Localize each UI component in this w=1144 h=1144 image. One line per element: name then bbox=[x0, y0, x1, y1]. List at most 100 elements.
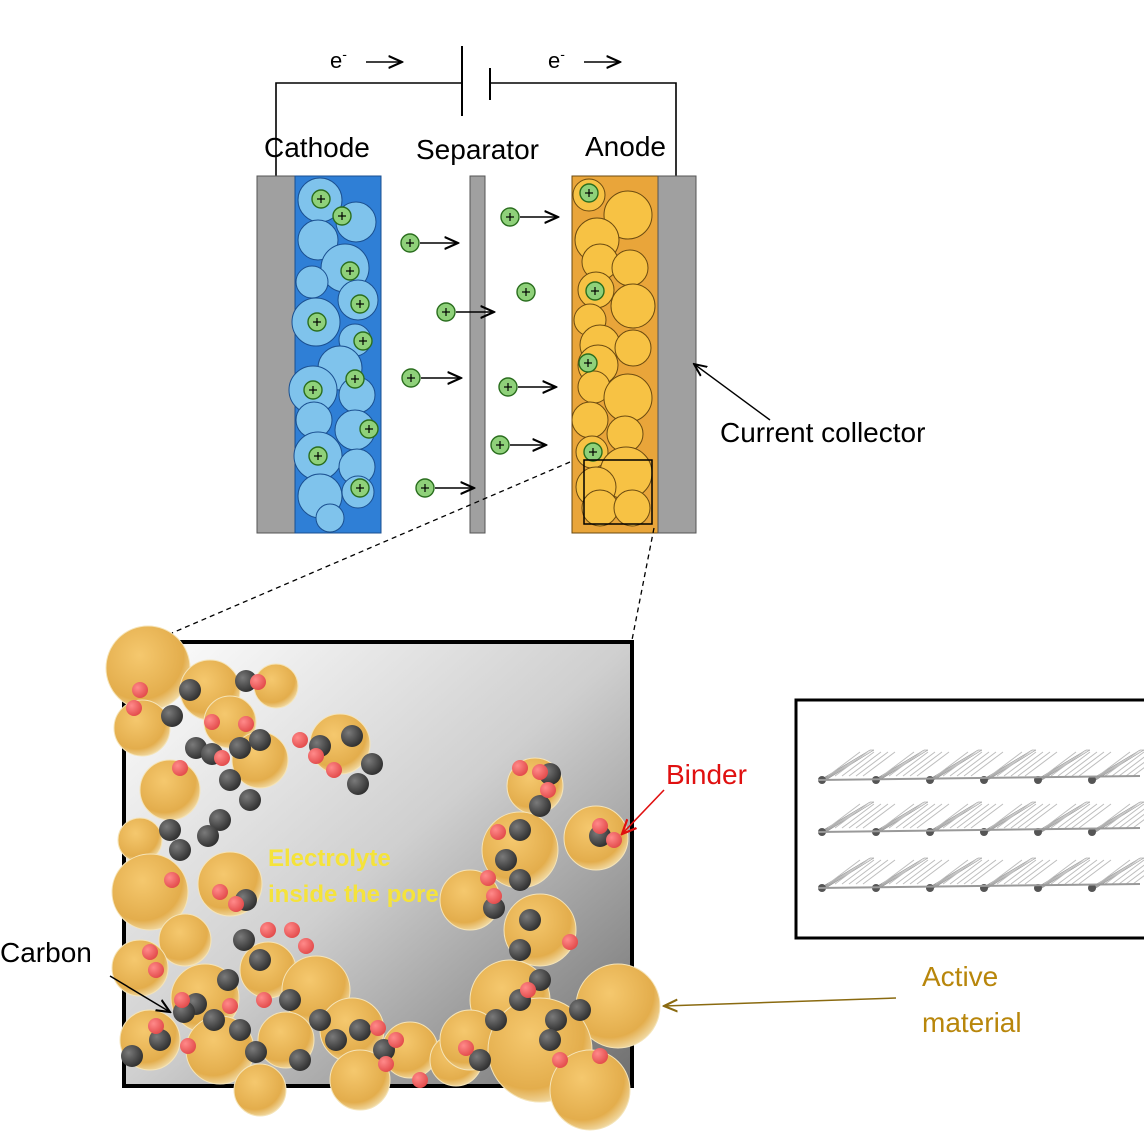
layer-stripe bbox=[1097, 803, 1131, 829]
carbon-particle bbox=[347, 773, 369, 795]
binder-particle bbox=[256, 992, 272, 1008]
layer-stripe bbox=[1132, 819, 1144, 829]
active-material-label-line1: Active bbox=[922, 961, 998, 992]
lithium-ion-icon bbox=[500, 207, 520, 227]
layer-stripe bbox=[1111, 859, 1144, 885]
layer-stripe bbox=[834, 803, 868, 829]
carbon-particle bbox=[245, 1041, 267, 1063]
lithium-ion-icon bbox=[401, 368, 421, 388]
zoom-region-box bbox=[583, 459, 653, 525]
binder-particle bbox=[164, 872, 180, 888]
binder-particle bbox=[222, 998, 238, 1014]
layer-stripe bbox=[902, 751, 936, 777]
active-material-label-line2: material bbox=[922, 1007, 1022, 1038]
cathode-label: Cathode bbox=[264, 132, 370, 163]
layer-stripe bbox=[956, 751, 990, 777]
carbon-particle bbox=[197, 825, 219, 847]
electrolyte-label-line1: Electrolyte bbox=[268, 845, 391, 872]
binder-particle bbox=[298, 938, 314, 954]
layer-stripe bbox=[1078, 751, 1112, 777]
layer-stripe bbox=[1064, 859, 1098, 885]
layer-stripe bbox=[827, 859, 861, 885]
carbon-particle bbox=[289, 1049, 311, 1071]
binder-particle bbox=[562, 934, 578, 950]
layer-stripe bbox=[935, 859, 969, 885]
layer-stripe bbox=[827, 803, 861, 829]
layer-stripe bbox=[841, 751, 875, 777]
anode-current-collector bbox=[657, 175, 697, 534]
layer-stripe bbox=[1125, 761, 1144, 777]
anode-particle bbox=[613, 489, 651, 527]
binder-particle bbox=[412, 1072, 428, 1088]
lithium-ion-icon bbox=[311, 189, 331, 209]
layer-stripe bbox=[1132, 875, 1144, 885]
layer-stripe bbox=[1097, 859, 1131, 885]
binder-particle bbox=[214, 750, 230, 766]
carbon-particle bbox=[169, 839, 191, 861]
binder-particle bbox=[552, 1052, 568, 1068]
layer-stripe bbox=[1003, 751, 1037, 777]
binder-particle bbox=[486, 888, 502, 904]
carbon-particle bbox=[509, 869, 531, 891]
lithium-ion-icon bbox=[578, 353, 598, 373]
carbon-particle bbox=[469, 1049, 491, 1071]
layer-stripe bbox=[956, 859, 990, 885]
binder-particle bbox=[250, 674, 266, 690]
lithium-ion-icon bbox=[353, 331, 373, 351]
active-material-particle bbox=[105, 625, 191, 711]
carbon-particle bbox=[529, 795, 551, 817]
lithium-ion-icon bbox=[498, 377, 518, 397]
binder-particle bbox=[238, 716, 254, 732]
layer-stripe bbox=[996, 751, 1030, 777]
layer-stripe bbox=[1104, 859, 1138, 885]
layer-stripe bbox=[1017, 859, 1051, 885]
lithium-ion-icon bbox=[359, 419, 379, 439]
carbon-particle bbox=[219, 769, 241, 791]
external-circuit bbox=[275, 82, 677, 176]
binder-particle bbox=[370, 1020, 386, 1036]
binder-particle bbox=[512, 760, 528, 776]
carbon-particle bbox=[279, 989, 301, 1011]
anode-particle bbox=[603, 373, 653, 423]
carbon-particle bbox=[161, 705, 183, 727]
layer-stripe bbox=[1125, 813, 1144, 829]
layer-stripe bbox=[996, 859, 1030, 885]
anode-particle bbox=[614, 329, 652, 367]
layer-stripe bbox=[855, 751, 889, 777]
lithium-ion-icon bbox=[340, 261, 360, 281]
layer-stripe bbox=[1057, 751, 1091, 777]
layer-stripe bbox=[888, 751, 922, 777]
carbon-particle bbox=[229, 1019, 251, 1041]
layer-stripe bbox=[909, 803, 943, 829]
layer-band bbox=[817, 857, 1144, 892]
carbon-particle bbox=[217, 969, 239, 991]
binder-particle bbox=[378, 1056, 394, 1072]
layer-stripe bbox=[1125, 869, 1144, 885]
anode-particle bbox=[571, 401, 609, 439]
layer-stripe bbox=[1111, 803, 1144, 829]
layer-band bbox=[817, 749, 1144, 784]
binder-particle bbox=[606, 832, 622, 848]
layer-stripe bbox=[970, 803, 1004, 829]
layer-stripe bbox=[970, 859, 1004, 885]
layer-stripe bbox=[1057, 803, 1091, 829]
active-material-particle bbox=[139, 759, 201, 821]
electrolyte-label-line2: inside the pore bbox=[268, 881, 439, 908]
binder-particle bbox=[326, 762, 342, 778]
binder-particle bbox=[284, 922, 300, 938]
binder-particle bbox=[388, 1032, 404, 1048]
lithium-ion-icon bbox=[307, 312, 327, 332]
layer-stripe bbox=[909, 859, 943, 885]
layer-stripe bbox=[949, 751, 983, 777]
layer-node bbox=[926, 828, 934, 836]
layer-stripe bbox=[881, 751, 915, 777]
carbon-particle bbox=[121, 1045, 143, 1067]
binder-particle bbox=[174, 992, 190, 1008]
pore-particles bbox=[105, 625, 661, 1131]
layer-stripe bbox=[1003, 859, 1037, 885]
layer-stripe bbox=[989, 751, 1023, 777]
carbon-particle bbox=[309, 1009, 331, 1031]
carbon-particle bbox=[239, 789, 261, 811]
layer-stripe bbox=[1078, 803, 1112, 829]
layer-stripe bbox=[862, 751, 896, 777]
